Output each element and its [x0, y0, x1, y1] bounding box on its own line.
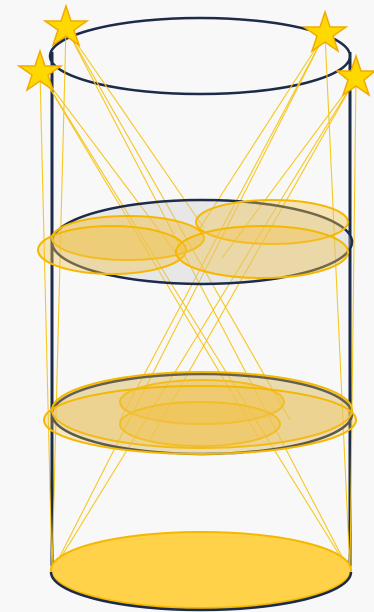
- ray: [40, 72, 52, 572]
- light-spot: [44, 386, 356, 454]
- ray: [66, 28, 350, 572]
- cylinder-base-light: [51, 532, 351, 608]
- star-group: [19, 6, 374, 95]
- ray: [52, 78, 356, 572]
- light-spot: [38, 226, 186, 274]
- ray: [200, 34, 325, 228]
- ray: [40, 72, 350, 572]
- ray: [52, 34, 325, 572]
- light-rays: [40, 28, 356, 572]
- light-spot: [176, 226, 348, 278]
- light-spots-lower: [44, 372, 356, 454]
